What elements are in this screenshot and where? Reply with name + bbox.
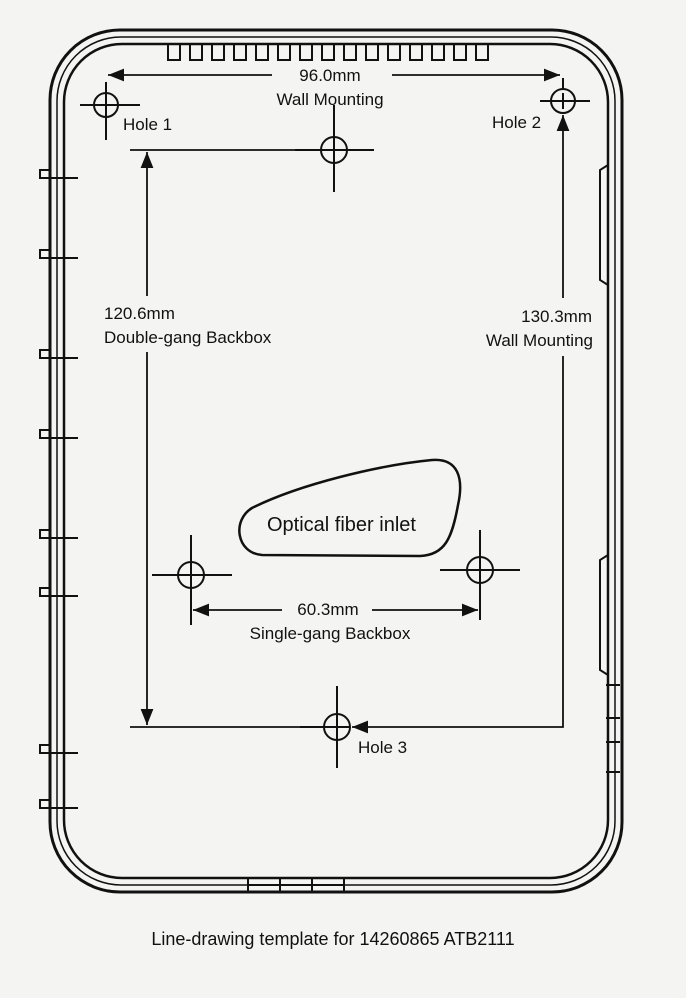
right-latch-details	[599, 164, 620, 773]
left-hinge-clips	[39, 169, 78, 809]
hole-3-crosshair	[300, 686, 351, 768]
right-single-gang-crosshair	[440, 530, 520, 620]
double-gang-caption: Double-gang Backbox	[104, 328, 272, 347]
hole-3-label: Hole 3	[358, 738, 408, 757]
single-gang-caption: Single-gang Backbox	[249, 624, 411, 643]
top-vent-notches	[167, 44, 489, 61]
wall-width-caption: Wall Mounting	[276, 90, 384, 109]
wall-height-dimension	[352, 114, 570, 734]
double-gang-dimension	[130, 149, 323, 728]
template-caption: Line-drawing template for 14260865 ATB21…	[151, 929, 515, 949]
hole-2-label: Hole 2	[492, 113, 542, 132]
fiber-inlet-label: Optical fiber inlet	[267, 514, 416, 536]
hole-2-crosshair	[540, 78, 590, 114]
wall-width-value: 96.0mm	[295, 66, 365, 86]
fiber-inlet-outline	[238, 458, 462, 558]
hole-1-label: Hole 1	[123, 115, 173, 134]
wall-height-caption: Wall Mounting	[485, 331, 593, 351]
left-single-gang-crosshair	[152, 535, 232, 625]
double-gang-value: 120.6mm	[104, 304, 175, 324]
single-gang-value: 60.3mm	[293, 600, 363, 620]
hole-1-crosshair	[80, 82, 140, 140]
top-center-crosshair	[295, 105, 374, 192]
wall-height-value: 130.3mm	[521, 307, 592, 327]
bottom-tabs	[247, 878, 345, 892]
